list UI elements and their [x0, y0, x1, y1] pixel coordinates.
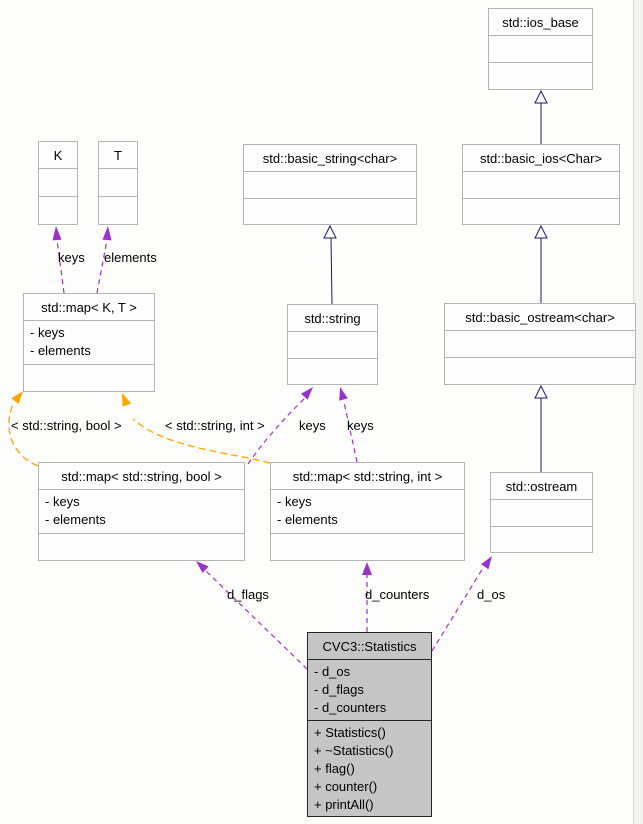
class-attributes: [491, 499, 592, 526]
edge-usage-statistics-dflags-to-mapbool: [196, 561, 308, 670]
edge-inheritance-basicios-to-iosbase: [534, 89, 548, 144]
class-methods: [99, 196, 137, 224]
class-box-template-param-k[interactable]: K: [38, 141, 78, 225]
edge-label-keys: keys: [347, 418, 374, 433]
class-attributes: [445, 330, 635, 357]
class-box-std-map-string-int[interactable]: std::map< std::string, int > - keys- ele…: [270, 462, 465, 561]
class-title: std::map< std::string, bool >: [61, 468, 222, 484]
member-line: - keys: [30, 325, 65, 340]
page-margin: [633, 0, 643, 824]
edge-inheritance-string-to-basicstring: [323, 224, 337, 305]
class-box-template-param-t[interactable]: T: [98, 141, 138, 225]
class-methods: [445, 357, 635, 384]
edge-label-elements: elements: [104, 250, 157, 265]
class-box-std-string[interactable]: std::string: [287, 304, 378, 385]
edge-inheritance-ostream-to-basicostream: [534, 384, 548, 472]
class-methods: [24, 364, 154, 391]
edge-label-d-counters: d_counters: [365, 587, 430, 602]
class-box-std-ios-base[interactable]: std::ios_base: [488, 8, 593, 90]
member-line: - d_os: [314, 664, 351, 679]
class-methods: [288, 357, 377, 385]
edge-usage-statistics-dos-to-ostream: [431, 556, 492, 652]
class-methods: [463, 197, 619, 225]
class-methods: [271, 533, 464, 560]
class-title: CVC3::Statistics: [322, 638, 417, 654]
edge-label-template-string-int: < std::string, int >: [165, 418, 265, 433]
class-attributes: [244, 171, 416, 198]
edge-label-d-os: d_os: [477, 587, 506, 602]
class-attributes: - keys - elements: [39, 489, 244, 533]
class-title: std::basic_ios<Char>: [479, 150, 603, 166]
class-box-std-map-string-bool[interactable]: std::map< std::string, bool > - keys- el…: [38, 462, 245, 561]
member-line: + flag(): [314, 761, 355, 776]
class-attributes: [288, 331, 377, 358]
class-methods: [39, 196, 77, 224]
class-attributes: [463, 171, 619, 198]
class-attributes: - keys - elements: [24, 320, 154, 364]
class-title: K: [53, 147, 63, 163]
class-methods: [491, 525, 592, 553]
class-box-std-map-k-t[interactable]: std::map< K, T > - keys- elements: [23, 293, 155, 392]
class-box-std-basic-string[interactable]: std::basic_string<char>: [243, 144, 417, 225]
class-box-cvc3-statistics[interactable]: CVC3::Statistics - d_os- d_flags- d_coun…: [307, 632, 432, 817]
member-line: - elements: [45, 512, 106, 527]
member-line: + Statistics(): [314, 725, 386, 740]
class-attributes: - keys - elements: [271, 489, 464, 533]
class-attributes: [39, 168, 77, 196]
class-methods: + Statistics() + ~Statistics() + flag() + c…: [308, 720, 431, 817]
edge-inheritance-basicostream-to-basicios: [534, 224, 548, 303]
member-line: - elements: [30, 343, 91, 358]
member-line: + counter(): [314, 779, 378, 794]
class-title: T: [114, 147, 122, 163]
class-attributes: [489, 35, 592, 62]
member-line: - d_counters: [314, 700, 387, 715]
class-attributes: [99, 168, 137, 196]
class-title: std::map< K, T >: [41, 299, 137, 315]
edge-label-template-string-bool: < std::string, bool >: [11, 418, 122, 433]
class-box-std-ostream[interactable]: std::ostream: [490, 472, 593, 553]
member-line: - d_flags: [314, 682, 364, 697]
class-box-std-basic-ios[interactable]: std::basic_ios<Char>: [462, 144, 620, 225]
class-methods: [244, 197, 416, 225]
member-line: + printAll(): [314, 797, 374, 812]
member-line: - keys: [45, 494, 80, 509]
member-line: - keys: [277, 494, 312, 509]
class-title: std::string: [304, 310, 361, 326]
class-attributes: - d_os - d_flags - d_counters: [308, 659, 431, 720]
edge-label-keys: keys: [58, 250, 85, 265]
member-line: + ~Statistics(): [314, 743, 394, 758]
member-line: - elements: [277, 512, 338, 527]
class-title: std::ios_base: [502, 14, 579, 30]
class-title: std::basic_string<char>: [262, 150, 398, 166]
class-title: std::map< std::string, int >: [292, 468, 443, 484]
class-box-std-basic-ostream[interactable]: std::basic_ostream<char>: [444, 303, 636, 385]
class-title: std::basic_ostream<char>: [465, 309, 615, 325]
edge-label-keys: keys: [299, 418, 326, 433]
edge-label-d-flags: d_flags: [227, 587, 269, 602]
class-methods: [489, 62, 592, 89]
class-title: std::ostream: [505, 478, 578, 494]
class-methods: [39, 533, 244, 560]
